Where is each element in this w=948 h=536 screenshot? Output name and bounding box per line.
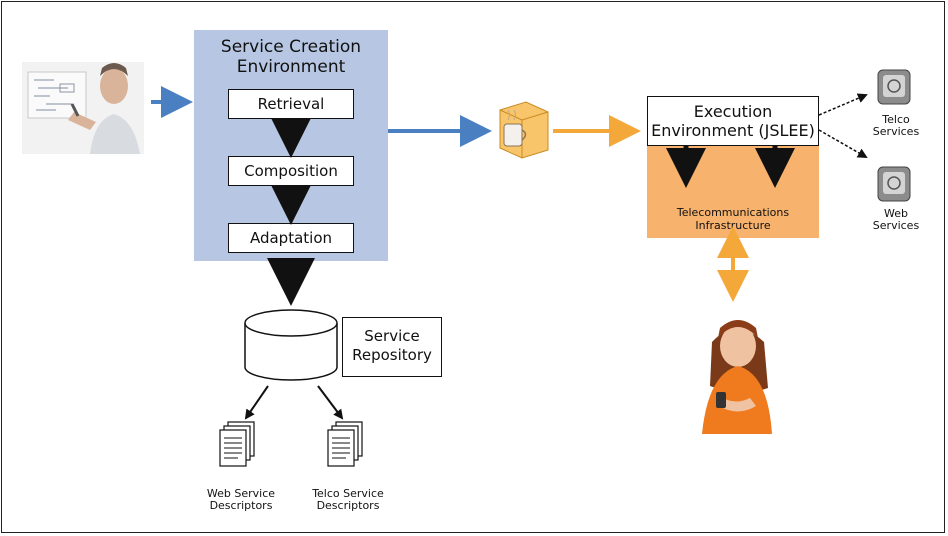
repository-to-web-descriptors-arrow <box>244 385 269 420</box>
infra-line2: Infrastructure <box>695 219 771 232</box>
infra-line1: Telecommunications <box>676 206 790 219</box>
telco-descriptors-line1: Telco Service <box>312 487 384 500</box>
execution-line2: Environment (JSLEE) <box>651 121 815 140</box>
repository-to-telco-descriptors-arrow <box>317 385 344 420</box>
retrieval-box: Retrieval <box>228 89 354 119</box>
service-package-icon <box>499 101 549 159</box>
designer-illustration <box>22 62 144 154</box>
web-services-line1: Web <box>884 207 908 220</box>
service-creation-title-line1: Service Creation <box>220 37 362 57</box>
repository-line1: Service <box>364 327 420 345</box>
adaptation-box: Adaptation <box>228 223 354 253</box>
service-creation-title-line2: Environment <box>236 57 346 77</box>
telco-descriptors-doc-icon <box>327 421 363 467</box>
repository-database-icon <box>244 309 338 381</box>
web-services-icon <box>877 166 911 202</box>
telecom-infrastructure-label: Telecommunications Infrastructure <box>647 206 819 232</box>
execution-to-web-services-arrow <box>818 129 868 158</box>
web-descriptors-line2: Descriptors <box>209 499 273 512</box>
execution-to-telco-services-arrow <box>818 93 868 116</box>
web-services-line2: Services <box>872 219 920 232</box>
end-user-illustration <box>702 320 772 434</box>
web-descriptors-doc-icon <box>219 421 255 467</box>
web-descriptors-line1: Web Service <box>206 487 276 500</box>
web-services-label: Web Services <box>868 208 924 232</box>
execution-environment-box: Execution Environment (JSLEE) <box>647 96 819 146</box>
composition-box: Composition <box>228 156 354 186</box>
telco-descriptors-line2: Descriptors <box>316 499 380 512</box>
repository-line2: Repository <box>352 346 432 364</box>
telco-services-line1: Telco <box>882 113 910 126</box>
telco-services-icon <box>877 69 911 105</box>
telco-service-descriptors-label: Telco Service Descriptors <box>300 488 396 512</box>
execution-line1: Execution <box>693 102 773 121</box>
telco-services-line2: Services <box>872 125 920 138</box>
web-service-descriptors-label: Web Service Descriptors <box>196 488 286 512</box>
telco-services-label: Telco Services <box>868 114 924 138</box>
service-repository-label: Service Repository <box>342 317 442 377</box>
service-creation-title: Service Creation Environment <box>194 37 388 77</box>
